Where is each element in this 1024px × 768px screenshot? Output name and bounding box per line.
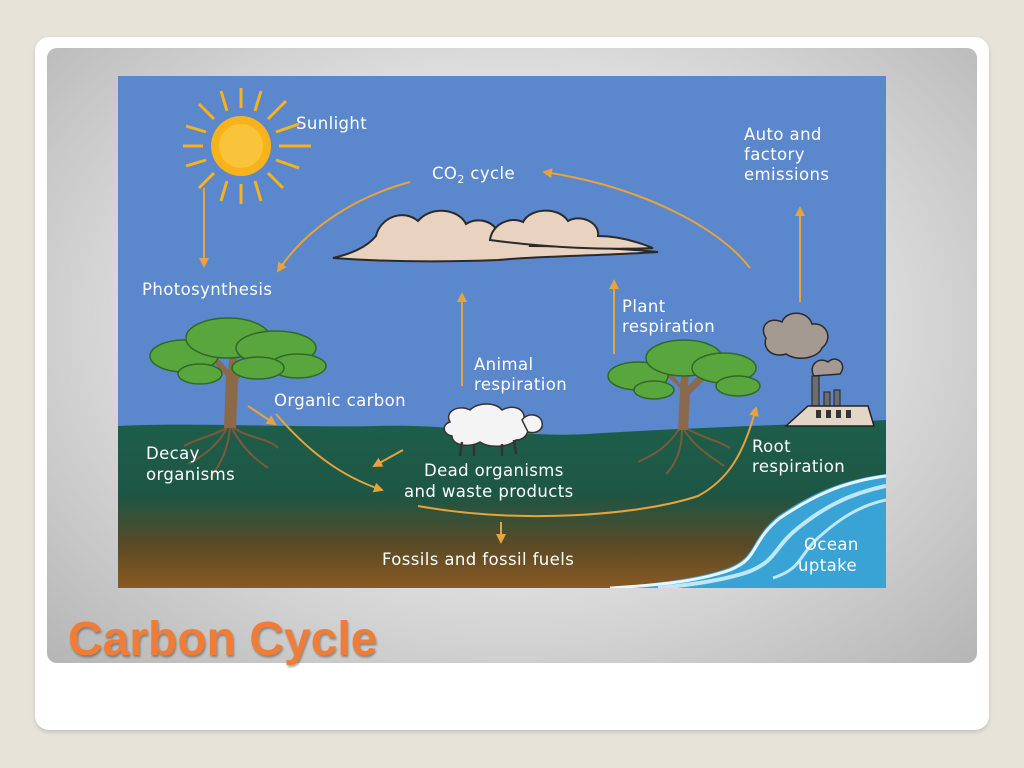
label-ocean-line2: uptake: [798, 556, 857, 575]
label-plant-line2: respiration: [622, 317, 715, 336]
label-animal-respiration: Animal respiration: [474, 355, 567, 394]
label-ocean-line1: Ocean: [804, 535, 859, 554]
ground: [118, 420, 886, 588]
label-decay-organisms: Decay organisms: [146, 444, 235, 484]
label-root-line2: respiration: [752, 457, 845, 476]
slide-title: Carbon Cycle: [68, 613, 378, 666]
label-dead-line1: Dead organisms: [424, 461, 564, 480]
sun-icon: [183, 88, 311, 204]
label-co2-sub: 2: [457, 173, 464, 186]
label-auto-factory-emissions: Auto and factory emissions: [744, 125, 829, 184]
arrow-organic-to-dead: [275, 413, 384, 493]
label-fossils: Fossils and fossil fuels: [382, 550, 574, 569]
arrow-root-respiration: [417, 406, 759, 517]
label-dead-line2: and waste products: [404, 482, 574, 501]
label-co2-prefix: CO: [432, 164, 457, 183]
label-co2-cycle: CO2 cycle: [432, 164, 515, 186]
carbon-cycle-diagram: Sunlight CO2 cycle Auto and factory emis…: [118, 76, 886, 588]
label-co2-suffix: cycle: [465, 164, 515, 183]
label-auto-line3: emissions: [744, 165, 829, 184]
tree-icon: [607, 339, 761, 475]
arrows: [199, 168, 805, 544]
label-sunlight: Sunlight: [296, 114, 367, 133]
label-auto-line1: Auto and: [744, 125, 822, 144]
arrow-co2-to-photosynthesis: [276, 181, 411, 273]
label-auto-line2: factory: [744, 145, 805, 164]
label-ocean-uptake: Ocean uptake: [798, 535, 864, 575]
label-plant-respiration: Plant respiration: [622, 297, 715, 336]
label-animal-line1: Animal: [474, 355, 534, 374]
label-decay-line1: Decay: [146, 444, 200, 463]
tree-icon: [149, 317, 327, 479]
label-animal-line2: respiration: [474, 375, 567, 394]
arrow-sheep-to-dead: [372, 449, 404, 467]
factory-icon: [762, 312, 876, 427]
diagram-canvas: Sunlight CO2 cycle Auto and factory emis…: [118, 76, 886, 588]
label-root-respiration: Root respiration: [752, 437, 845, 476]
arrow-plant-resp-to-co2: [542, 168, 751, 269]
ocean: [608, 474, 886, 588]
label-organic-carbon: Organic carbon: [274, 391, 406, 410]
sheep-icon: [443, 403, 544, 457]
label-root-line1: Root: [752, 437, 791, 456]
label-decay-line2: organisms: [146, 465, 235, 484]
label-photosynthesis: Photosynthesis: [142, 280, 272, 299]
arrow-decay: [247, 405, 277, 426]
label-plant-line1: Plant: [622, 297, 666, 316]
cloud-icon: [332, 209, 659, 263]
label-dead-organisms: Dead organisms and waste products: [404, 461, 574, 501]
